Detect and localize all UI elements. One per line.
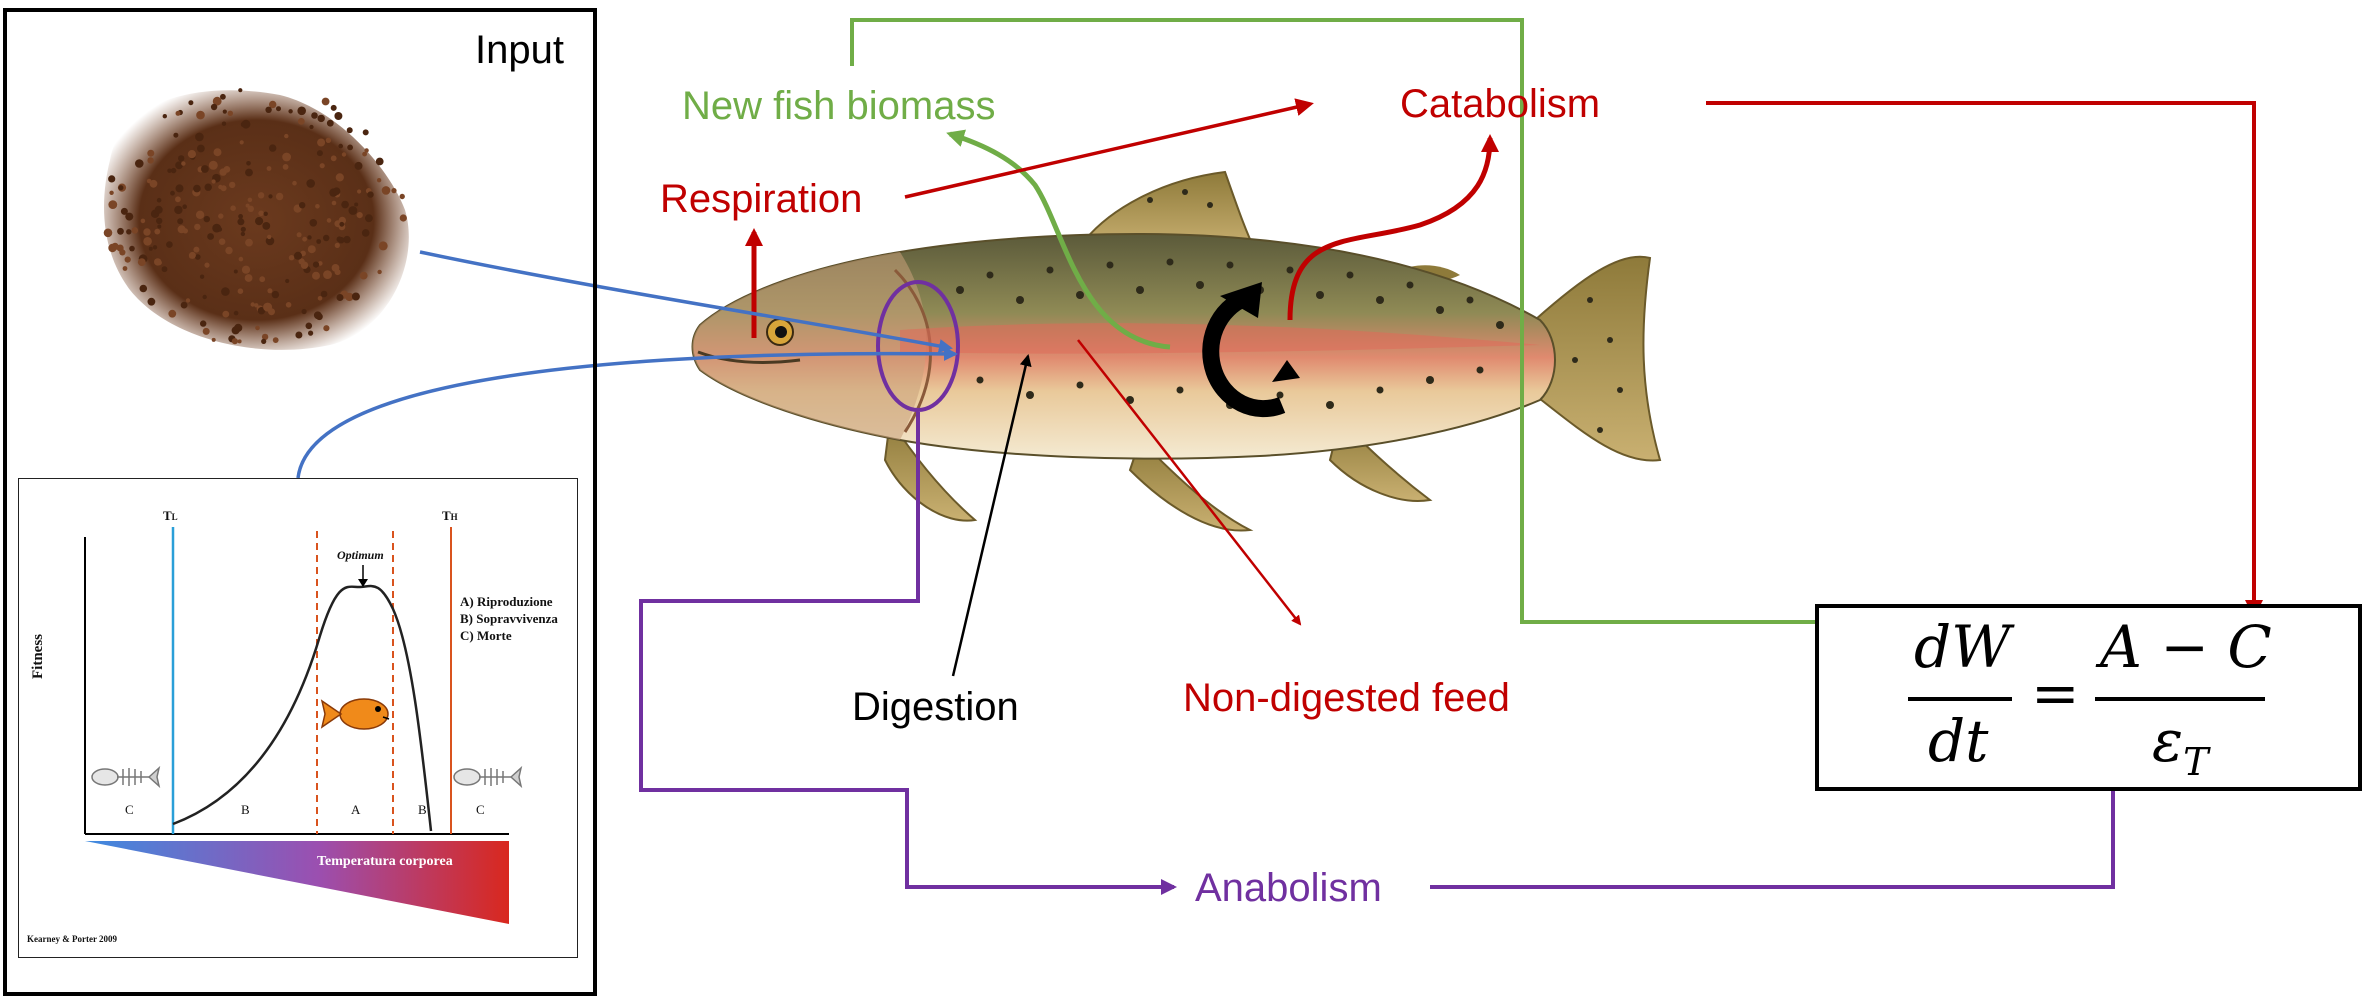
zone-label: A [351,803,360,816]
zone-label: B [418,803,427,816]
catabolism-to-equation-arrow [1706,103,2254,614]
fitness-axis-label: Fitness [31,634,46,679]
t-high-label: TH [442,509,458,522]
non-digested-feed-label: Non-digested feed [1183,678,1510,718]
growth-equation-box [1815,604,2362,791]
anabolism-label: Anabolism [1195,868,1382,908]
graph-credit: Kearney & Porter 2009 [27,935,117,944]
equation-fraction-bar-left [1908,697,2012,701]
thermal-curve-svg [19,479,576,956]
equation-denominator-left: dt [1928,712,1988,770]
equation-numerator-right: A − C [2100,618,2272,676]
fish-skeleton-left-icon [92,768,159,786]
equation-fraction-bar-right [2095,697,2265,701]
equation-numerator-left: dW [1914,618,2011,676]
zone-label: C [476,803,485,816]
fish-skeleton-right-icon [454,768,521,786]
catabolism-label: Catabolism [1400,84,1600,124]
input-title: Input [475,30,564,70]
zone-label: C [125,803,134,816]
legend-item-a: A) Riproduzione [460,595,553,608]
equation-equals: = [2031,664,2080,722]
equation-denominator-right: εT [2152,712,2208,781]
legend-item-c: C) Morte [460,629,512,642]
respiration-label: Respiration [660,179,862,219]
t-low-label: TL [163,509,178,522]
zone-label: B [241,803,250,816]
digestion-label: Digestion [852,687,1019,727]
legend-item-b: B) Sopravvivenza [460,612,558,625]
new-fish-biomass-label: New fish biomass [682,86,995,126]
temperature-bar-label: Temperatura corporea [317,855,453,869]
fitness-curve [173,586,431,831]
thermal-performance-graph: TL TH Optimum Fitness A) Riproduzione B)… [18,478,578,958]
optimum-label: Optimum [337,549,384,561]
orange-fish-icon [322,699,389,729]
trout-illustration [693,172,1661,531]
